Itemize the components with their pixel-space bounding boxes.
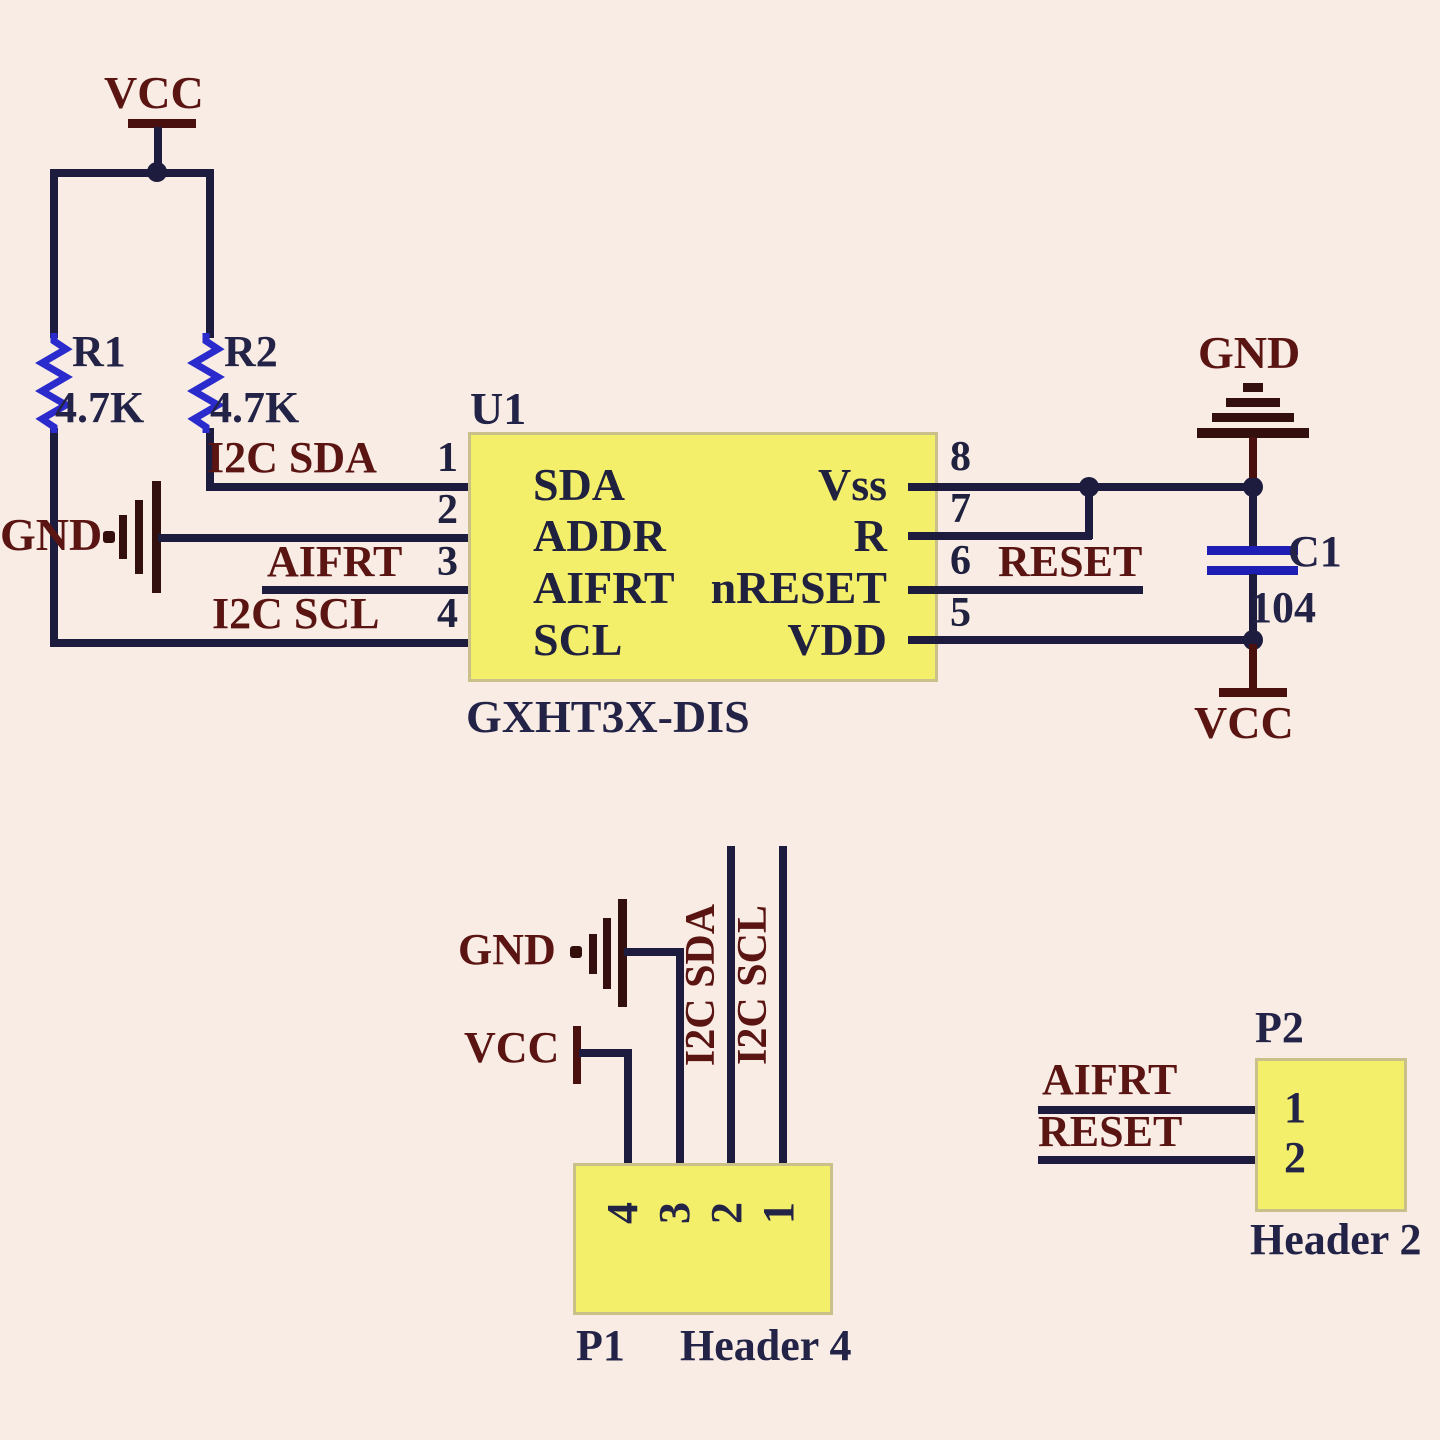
net-label-i2c-scl: I2C SCL (212, 589, 380, 638)
wire-p2-pin1 (1038, 1106, 1288, 1114)
junction-dot (1079, 477, 1099, 497)
p2-header-body (1255, 1058, 1407, 1212)
u1-pin-name-sda: SDA (533, 459, 626, 510)
wire (154, 127, 162, 176)
p2-part: Header 2 (1250, 1215, 1422, 1264)
wire-r (908, 532, 1092, 540)
gnd-addr-label: GND (0, 509, 103, 560)
u1-pin-name-nreset: nRESET (710, 562, 887, 613)
wire-p1-pin3 (676, 948, 684, 1192)
resistor-r1-ref: R1 (72, 327, 126, 376)
net-label-aifrt-p2: AIFRT (1042, 1055, 1178, 1104)
net-label-aifrt: AIFRT (267, 537, 403, 586)
vcc-p1-label: VCC (464, 1023, 560, 1072)
capacitor-c1-plate (1207, 566, 1298, 575)
wire-addr (158, 534, 500, 542)
wire-p1-pin2 (727, 846, 735, 1192)
u1-pin-name-r: R (853, 510, 887, 561)
resistor-r1-value: 4.7K (55, 383, 145, 432)
p2-ref: P2 (1255, 1003, 1304, 1052)
u1-ic-body (468, 432, 938, 682)
u1-pin-number-4: 4 (437, 591, 458, 637)
capacitor-c1-ref: C1 (1288, 527, 1342, 576)
vcc-top-label: VCC (104, 67, 204, 118)
net-label-reset: RESET (998, 537, 1143, 586)
p1-pin-number-1: 1 (754, 1202, 803, 1224)
vcc-p1-power-bar (573, 1026, 581, 1084)
resistor-r1-symbol (35, 333, 73, 433)
wire-p1-pin1 (779, 846, 787, 1192)
p2-pin-number-1: 1 (1284, 1083, 1306, 1132)
u1-pin-name-aifrt: AIFRT (533, 562, 675, 613)
gnd-c1-symbol-bar (1212, 413, 1294, 422)
gnd-c1-symbol-stem (1249, 437, 1257, 481)
u1-pin-number-5: 5 (950, 590, 971, 636)
gnd-addr-symbol-bar (119, 515, 127, 559)
p1-part: Header 4 (680, 1321, 852, 1370)
wire-reset (908, 586, 1143, 594)
u1-pin-number-1: 1 (437, 435, 458, 481)
resistor-r2-value: 4.7K (210, 383, 300, 432)
net-label-i2c-sda: I2C SDA (207, 433, 377, 482)
u1-ref: U1 (470, 383, 527, 434)
net-label-i2c-sda-vertical: I2C SDA (678, 903, 724, 1067)
wire (206, 169, 214, 338)
gnd-c1-symbol-bar (1243, 383, 1263, 392)
gnd-p1-symbol-dot (570, 946, 582, 958)
gnd-c1-symbol-bar (1197, 428, 1309, 438)
p1-pin-number-4: 4 (598, 1202, 647, 1224)
p1-pin-number-2: 2 (702, 1202, 751, 1224)
u1-pin-number-3: 3 (437, 539, 458, 585)
gnd-addr-symbol-dot (103, 531, 115, 543)
p1-pin-number-3: 3 (650, 1202, 699, 1224)
vcc-c1-label: VCC (1194, 697, 1294, 748)
gnd-p1-label: GND (458, 925, 556, 974)
net-label-i2c-scl-vertical: I2C SCL (730, 905, 776, 1065)
wire (1249, 574, 1257, 642)
wire-r-up (1085, 486, 1093, 539)
u1-pin-number-8: 8 (950, 434, 971, 480)
resistor-r2-symbol (187, 333, 225, 433)
gnd-addr-symbol-bar (135, 500, 143, 574)
u1-pin-number-2: 2 (437, 487, 458, 533)
u1-pin-name-scl: SCL (533, 614, 623, 665)
p2-pin-number-2: 2 (1284, 1133, 1306, 1182)
p1-header-body (573, 1163, 833, 1315)
capacitor-c1-plate (1207, 546, 1298, 555)
wire-vdd (908, 636, 1257, 644)
wire-i2c-sda (206, 483, 500, 491)
p1-ref: P1 (576, 1321, 625, 1370)
u1-part-number: GXHT3X-DIS (466, 691, 750, 742)
wire (624, 948, 683, 956)
gnd-p1-symbol-bar (603, 918, 611, 989)
resistor-r2-ref: R2 (224, 327, 278, 376)
wire (579, 1049, 631, 1057)
u1-pin-name-vdd: VDD (787, 614, 887, 665)
wire-p1-pin4 (624, 1049, 632, 1192)
wire (206, 428, 214, 490)
gnd-p1-symbol-bar (589, 934, 597, 974)
u1-pin-name-vss: Vss (817, 459, 887, 510)
gnd-addr-symbol-bar (152, 481, 161, 593)
vcc-c1-symbol-stem (1249, 644, 1257, 692)
gnd-p1-symbol-bar (618, 899, 627, 1007)
vcc-c1-power-bar (1219, 688, 1287, 697)
capacitor-c1-value: 104 (1250, 583, 1316, 632)
vcc-top-power-bar (128, 119, 196, 128)
wire (50, 428, 58, 646)
wire (50, 169, 58, 338)
wire-i2c-scl (50, 639, 500, 647)
wire-p2-pin2 (1038, 1156, 1288, 1164)
wire (1249, 478, 1257, 550)
u1-pin-number-6: 6 (950, 538, 971, 584)
wire (50, 169, 213, 177)
gnd-c1-label: GND (1198, 327, 1301, 378)
wire-aifrt (262, 586, 500, 594)
u1-pin-name-addr: ADDR (533, 510, 666, 561)
net-label-reset-p2: RESET (1038, 1107, 1183, 1156)
gnd-c1-symbol-bar (1226, 398, 1280, 407)
u1-pin-number-7: 7 (950, 486, 971, 532)
